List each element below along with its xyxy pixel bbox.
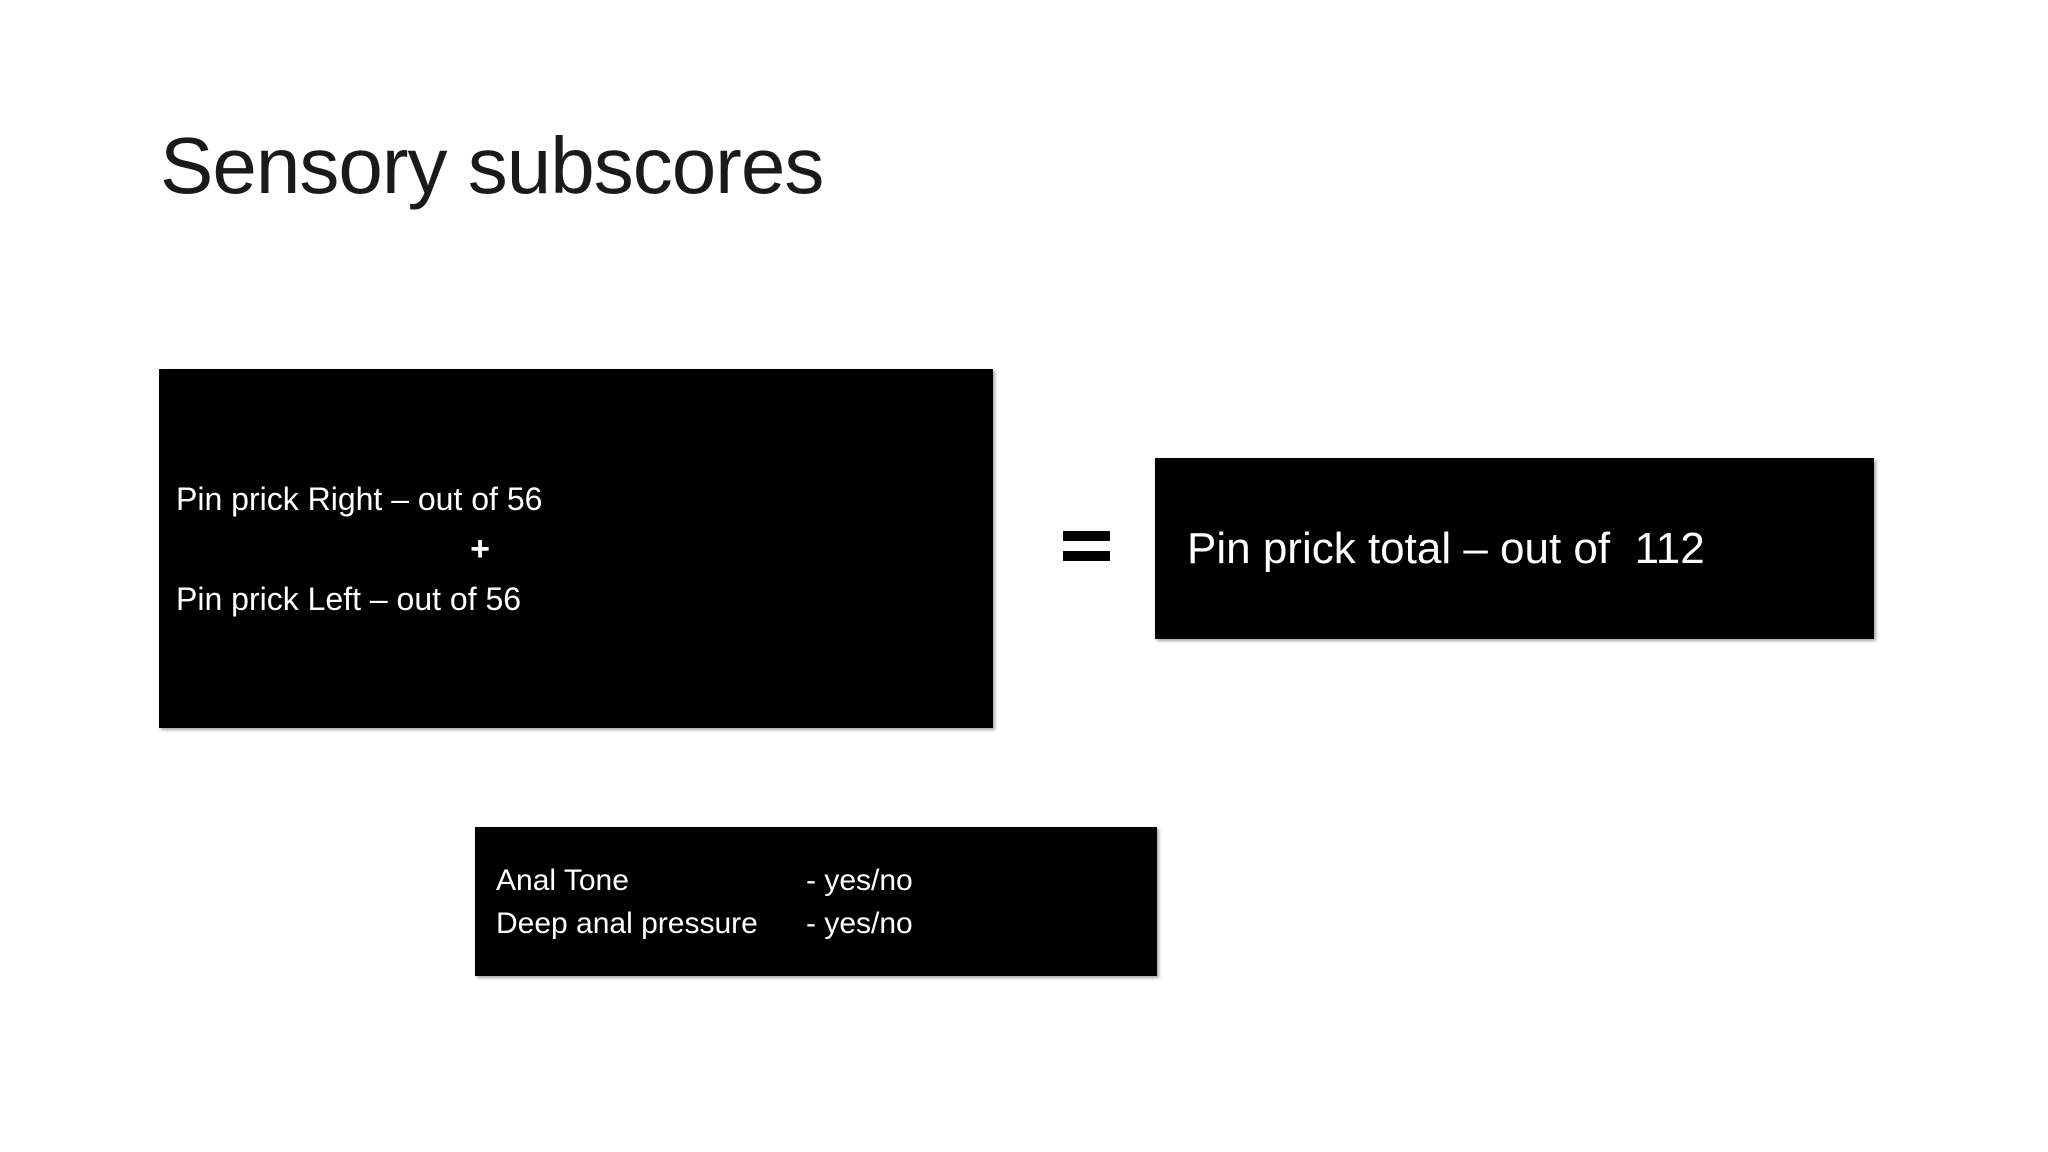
anal-tone-value: - yes/no [806,863,913,897]
equals-top-bar [1063,531,1110,541]
anal-tone-label: Anal Tone [496,863,629,897]
pin-prick-sides-box: Pin prick Right – out of 56 + Pin prick … [159,369,993,728]
pin-prick-total-line: Pin prick total – out of 112 [1187,523,1705,573]
anal-exam-box: Anal Tone - yes/no Deep anal pressure - … [475,827,1157,976]
equals-operator: = [1063,531,1110,561]
pin-prick-total-box: Pin prick total – out of 112 [1155,458,1874,639]
equals-operator-text: = [1063,561,1064,562]
deep-anal-pressure-row: Deep anal pressure - yes/no [496,902,1157,945]
page-title: Sensory subscores [160,121,824,210]
pin-prick-left-line: Pin prick Left – out of 56 [176,580,522,617]
plus-operator: + [470,529,490,568]
deep-anal-pressure-value: - yes/no [806,906,913,940]
pin-prick-right-line: Pin prick Right – out of 56 [176,480,543,517]
deep-anal-pressure-label: Deep anal pressure [496,906,758,940]
anal-tone-row: Anal Tone - yes/no [496,859,1157,902]
equals-bottom-bar [1063,551,1110,561]
